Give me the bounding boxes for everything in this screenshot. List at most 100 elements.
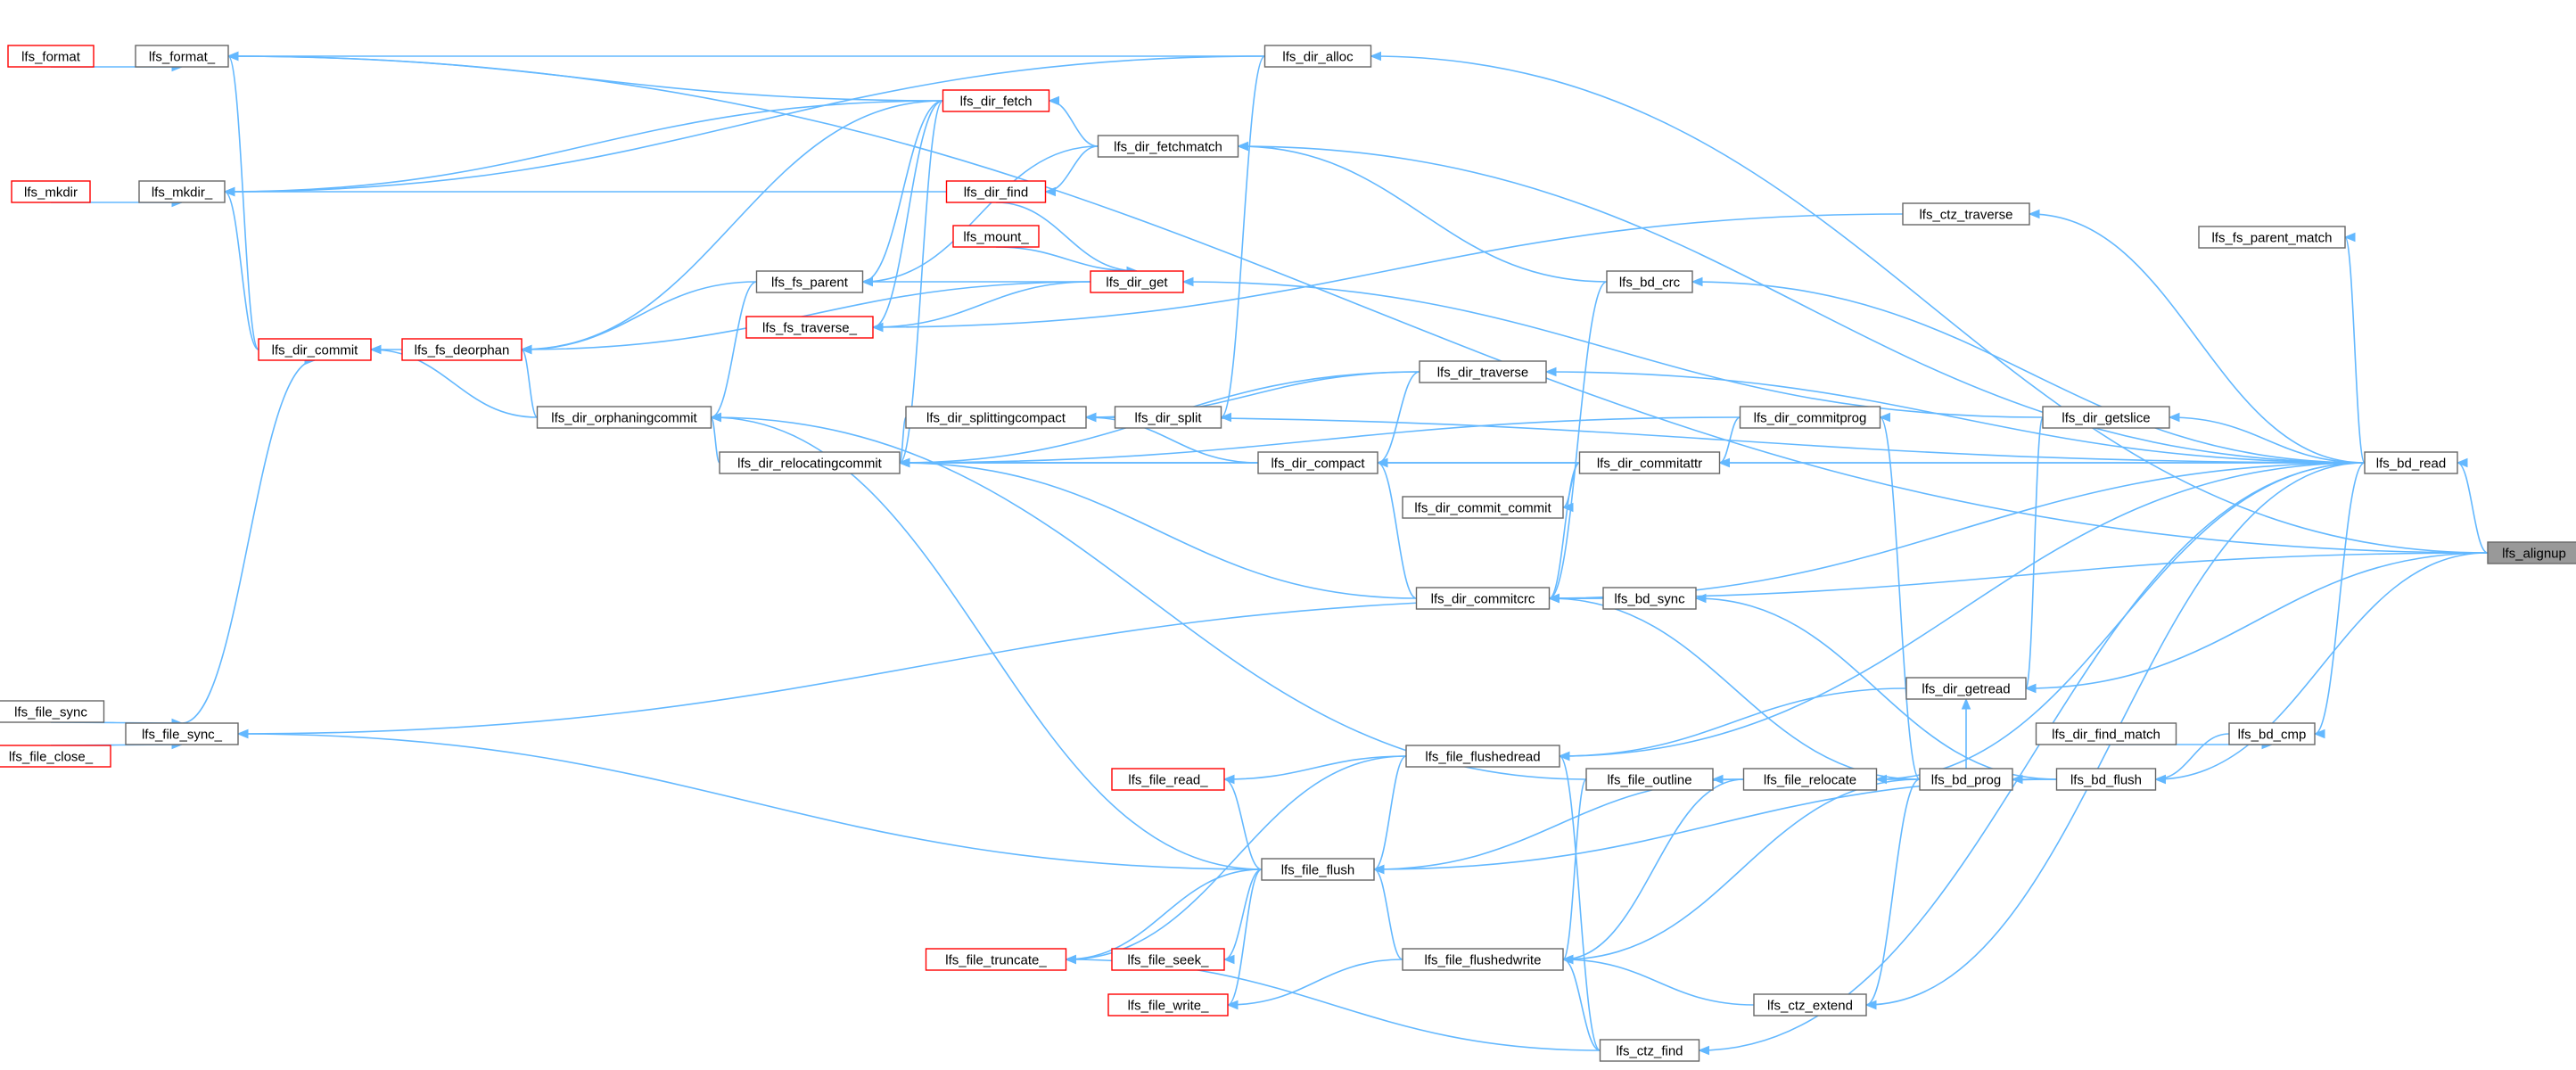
edge-path: [1699, 462, 2366, 1051]
node-lfs-ctz-traverse[interactable]: lfs_ctz_traverse: [1902, 202, 2030, 226]
edge-lfs_alignup-to-lfs_bd_flush: [2154, 552, 2489, 785]
edge-lfs_dir_fetch-to-lfs_mkdir_: [223, 100, 943, 197]
node-lfs-mkdir-[interactable]: lfs_mkdir_: [138, 180, 226, 203]
node-lfs-format[interactable]: lfs_format: [7, 45, 95, 68]
node-lfs-dir-getslice[interactable]: lfs_dir_getslice: [2042, 406, 2170, 429]
edge-path: [711, 416, 1263, 870]
node-box: [1415, 587, 1551, 610]
node-lfs-file-read-[interactable]: lfs_file_read_: [1111, 768, 1225, 791]
node-lfs-dir-orphaningcommit[interactable]: lfs_dir_orphaningcommit: [536, 406, 712, 429]
node-lfs-dir-traverse[interactable]: lfs_dir_traverse: [1419, 360, 1547, 383]
edge-path: [1223, 778, 1263, 870]
node-box: [1114, 406, 1222, 429]
node-lfs-dir-commit-commit[interactable]: lfs_dir_commit_commit: [1402, 496, 1564, 519]
edge-path: [1562, 778, 1921, 960]
edge-lfs_dir_getslice-to-lfs_dir_getread: [2024, 416, 2044, 694]
node-lfs-dir-commitcrc[interactable]: lfs_dir_commitcrc: [1415, 587, 1551, 610]
node-lfs-dir-alloc[interactable]: lfs_dir_alloc: [1263, 45, 1372, 68]
edge-path: [1865, 778, 1921, 1006]
arrowhead: [1698, 1045, 1709, 1056]
edge-lfs_bd_read-to-lfs_bd_crc: [1691, 276, 2366, 464]
node-lfs-fs-parent-match[interactable]: lfs_fs_parent_match: [2198, 226, 2346, 249]
edge-lfs_bd_read-to-lfs_dir_traverse: [1544, 366, 2366, 464]
node-lfs-dir-get[interactable]: lfs_dir_get: [1090, 270, 1184, 293]
edge-path: [224, 100, 943, 193]
edge-path: [1562, 778, 1744, 960]
edge-lfs_fs_parent-to-lfs_dir_orphaningcommit: [710, 281, 757, 423]
edge-lfs_bd_read-to-lfs_fs_parent_match: [2343, 232, 2366, 464]
node-lfs-file-sync[interactable]: lfs_file_sync: [0, 700, 105, 723]
edge-path: [899, 416, 907, 464]
node-lfs-format-[interactable]: lfs_format_: [135, 45, 229, 68]
edge-path: [1238, 145, 2366, 464]
node-lfs-file-sync-[interactable]: lfs_file_sync_: [125, 722, 239, 745]
node-label: lfs_file_relocate: [1764, 773, 1856, 788]
node-lfs-bd-prog[interactable]: lfs_bd_prog: [1919, 768, 2013, 791]
node-lfs-dir-find[interactable]: lfs_dir_find: [945, 180, 1047, 203]
node-lfs-dir-relocatingcommit[interactable]: lfs_dir_relocatingcommit: [719, 451, 901, 474]
node-lfs-bd-flush[interactable]: lfs_bd_flush: [2055, 768, 2157, 791]
edge-lfs_dir_fetch-to-lfs_format_: [226, 51, 943, 102]
node-lfs-mount-[interactable]: lfs_mount_: [952, 225, 1040, 248]
edge-path: [181, 359, 316, 724]
node-lfs-file-flushedread[interactable]: lfs_file_flushedread: [1405, 745, 1560, 768]
node-box: [1111, 948, 1225, 971]
node-lfs-file-flushedwrite[interactable]: lfs_file_flushedwrite: [1402, 948, 1564, 971]
node-lfs-fs-deorphan[interactable]: lfs_fs_deorphan: [401, 338, 523, 361]
node-lfs-file-close-[interactable]: lfs_file_close_: [0, 745, 111, 768]
edge-lfs_ctz_find-to-lfs_file_flushedwrite: [1561, 954, 1601, 1051]
node-lfs-dir-fetch[interactable]: lfs_dir_fetch: [942, 89, 1050, 112]
node-box: [1107, 993, 1229, 1017]
node-lfs-file-seek-[interactable]: lfs_file_seek_: [1111, 948, 1225, 971]
node-lfs-dir-split[interactable]: lfs_dir_split: [1114, 406, 1222, 429]
node-box: [125, 722, 239, 745]
edge-path: [1562, 959, 1755, 1006]
edge-lfs_alignup-to-lfs_dir_commitcrc: [1548, 552, 2489, 604]
arrowhead: [369, 344, 382, 355]
edge-path: [227, 55, 2489, 554]
edge-path: [1045, 145, 1099, 193]
node-lfs-dir-getread[interactable]: lfs_dir_getread: [1905, 677, 2027, 700]
edge-path: [1377, 371, 1420, 464]
node-label: lfs_dir_alloc: [1282, 50, 1354, 65]
node-lfs-file-flush[interactable]: lfs_file_flush: [1261, 858, 1375, 881]
node-lfs-dir-commitattr[interactable]: lfs_dir_commitattr: [1578, 451, 1721, 474]
node-box: [2035, 722, 2177, 745]
node-lfs-dir-compact[interactable]: lfs_dir_compact: [1257, 451, 1379, 474]
node-lfs-dir-find-match[interactable]: lfs_dir_find_match: [2035, 722, 2177, 745]
node-lfs-file-outline[interactable]: lfs_file_outline: [1585, 768, 1714, 791]
node-label: lfs_file_outline: [1607, 773, 1691, 788]
arrowhead: [2343, 232, 2356, 243]
edge-path: [1562, 778, 1587, 960]
node-lfs-mkdir[interactable]: lfs_mkdir: [11, 180, 91, 203]
edge-path: [1227, 868, 1263, 1006]
node-label: lfs_fs_traverse_: [762, 321, 858, 336]
node-lfs-dir-commit[interactable]: lfs_dir_commit: [258, 338, 372, 361]
node-lfs-dir-fetchmatch[interactable]: lfs_dir_fetchmatch: [1097, 135, 1239, 158]
node-lfs-file-truncate-[interactable]: lfs_file_truncate_: [925, 948, 1067, 971]
node-lfs-bd-read[interactable]: lfs_bd_read: [2364, 451, 2458, 474]
node-lfs-dir-commitprog[interactable]: lfs_dir_commitprog: [1739, 406, 1881, 429]
node-lfs-bd-crc[interactable]: lfs_bd_crc: [1606, 270, 1693, 293]
node-lfs-file-relocate[interactable]: lfs_file_relocate: [1742, 768, 1878, 791]
arrowhead: [2456, 457, 2468, 468]
node-lfs-bd-sync[interactable]: lfs_bd_sync: [1602, 587, 1697, 610]
node-label: lfs_mkdir: [24, 185, 78, 201]
node-box: [1902, 202, 2030, 226]
node-lfs-file-write-[interactable]: lfs_file_write_: [1107, 993, 1229, 1017]
node-lfs-dir-splittingcompact[interactable]: lfs_dir_splittingcompact: [905, 406, 1087, 429]
node-label: lfs_file_seek_: [1128, 953, 1210, 968]
edge-lfs_file_sync_-to-lfs_dir_commit: [181, 355, 317, 724]
node-label: lfs_dir_getslice: [2062, 411, 2150, 426]
node-lfs-ctz-extend[interactable]: lfs_ctz_extend: [1753, 993, 1867, 1017]
node-box: [2364, 451, 2458, 474]
edge-path: [710, 416, 720, 464]
node-lfs-ctz-find[interactable]: lfs_ctz_find: [1599, 1039, 1700, 1062]
edge-lfs_bd_sync-to-lfs_file_sync_: [236, 597, 1604, 739]
edge-lfs_file_flush-to-lfs_dir_orphaningcommit: [710, 412, 1263, 870]
node-lfs-fs-parent[interactable]: lfs_fs_parent: [755, 270, 864, 293]
edge-path: [1223, 755, 1407, 780]
node-lfs-bd-cmp[interactable]: lfs_bd_cmp: [2228, 722, 2316, 745]
node-lfs-fs-traverse-[interactable]: lfs_fs_traverse_: [745, 316, 874, 339]
edge-path: [2155, 552, 2489, 780]
